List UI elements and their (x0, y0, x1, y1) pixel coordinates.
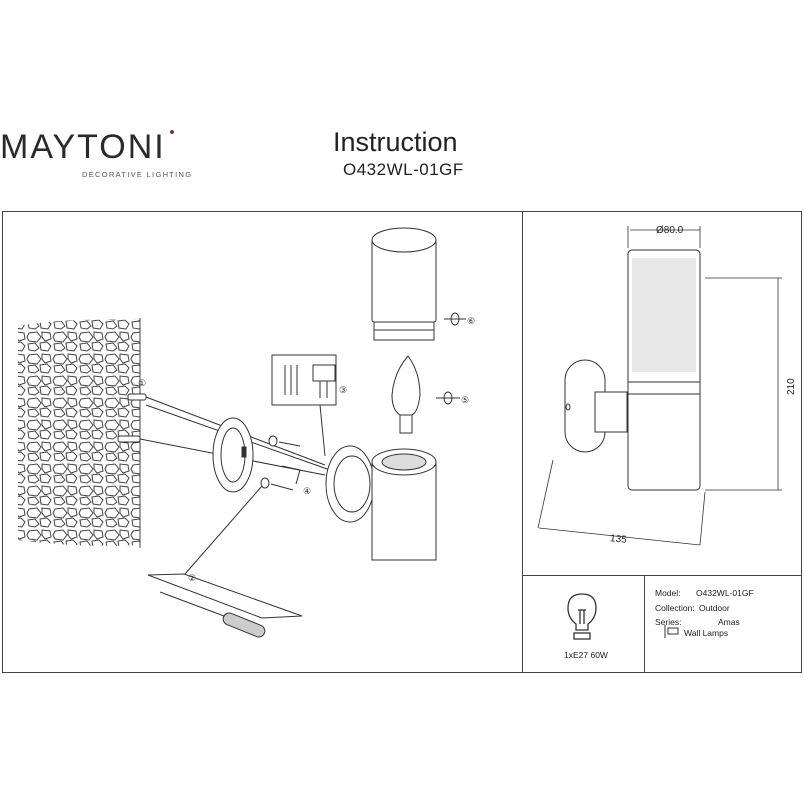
light-bulb (391, 355, 421, 434)
logo-accent-dot (170, 130, 174, 134)
spec-divider (644, 575, 645, 673)
collection-label: Collection: (655, 603, 695, 613)
lamp-body (325, 445, 437, 561)
dimension-lines (537, 226, 782, 546)
step-4-label: ④ (303, 486, 311, 496)
brand-name: MAYTONI (0, 128, 166, 166)
step-6-label: ⑥ (467, 316, 475, 326)
mounting-bracket (212, 417, 254, 493)
model-value: O432WL-01GF (696, 588, 754, 598)
instruction-frame (2, 211, 802, 673)
panel-divider-vertical (522, 211, 523, 673)
stone-wall (18, 318, 141, 548)
panel-divider-horizontal (522, 575, 802, 576)
screwdriver-icon (159, 591, 266, 638)
series-value: Amas (718, 617, 740, 627)
step-2-label: ② (188, 573, 196, 583)
diameter-label: Ø80.0 (656, 225, 684, 236)
shade-arrow (444, 312, 466, 326)
mounting-screws (260, 435, 301, 491)
model-label: Model: (655, 588, 681, 598)
step-1-label: ① (138, 378, 146, 388)
bulb-arrow (436, 391, 460, 405)
model-code: O432WL-01GF (343, 160, 464, 179)
brand-tagline: DECORATIVE LIGHTING (82, 170, 193, 179)
light-bulb-icon (567, 593, 597, 640)
wall-lamp-icon (664, 625, 679, 638)
bulb-spec: 1xE27 60W (564, 650, 608, 660)
glass-shade (371, 227, 437, 341)
page-title: Instruction (333, 127, 458, 157)
screwdriver-panel (147, 485, 303, 638)
collection-value: Outdoor (699, 603, 730, 613)
series-label: Series: (655, 617, 682, 627)
brand-logo: MAYTONI DECORATIVE LIGHTING (0, 128, 200, 179)
step-5-label: ⑤ (461, 395, 469, 405)
type-value: Wall Lamps (684, 628, 729, 638)
step-3-label: ③ (339, 385, 347, 395)
dimension-drawing (564, 249, 701, 491)
wiring-diagram (271, 354, 337, 457)
